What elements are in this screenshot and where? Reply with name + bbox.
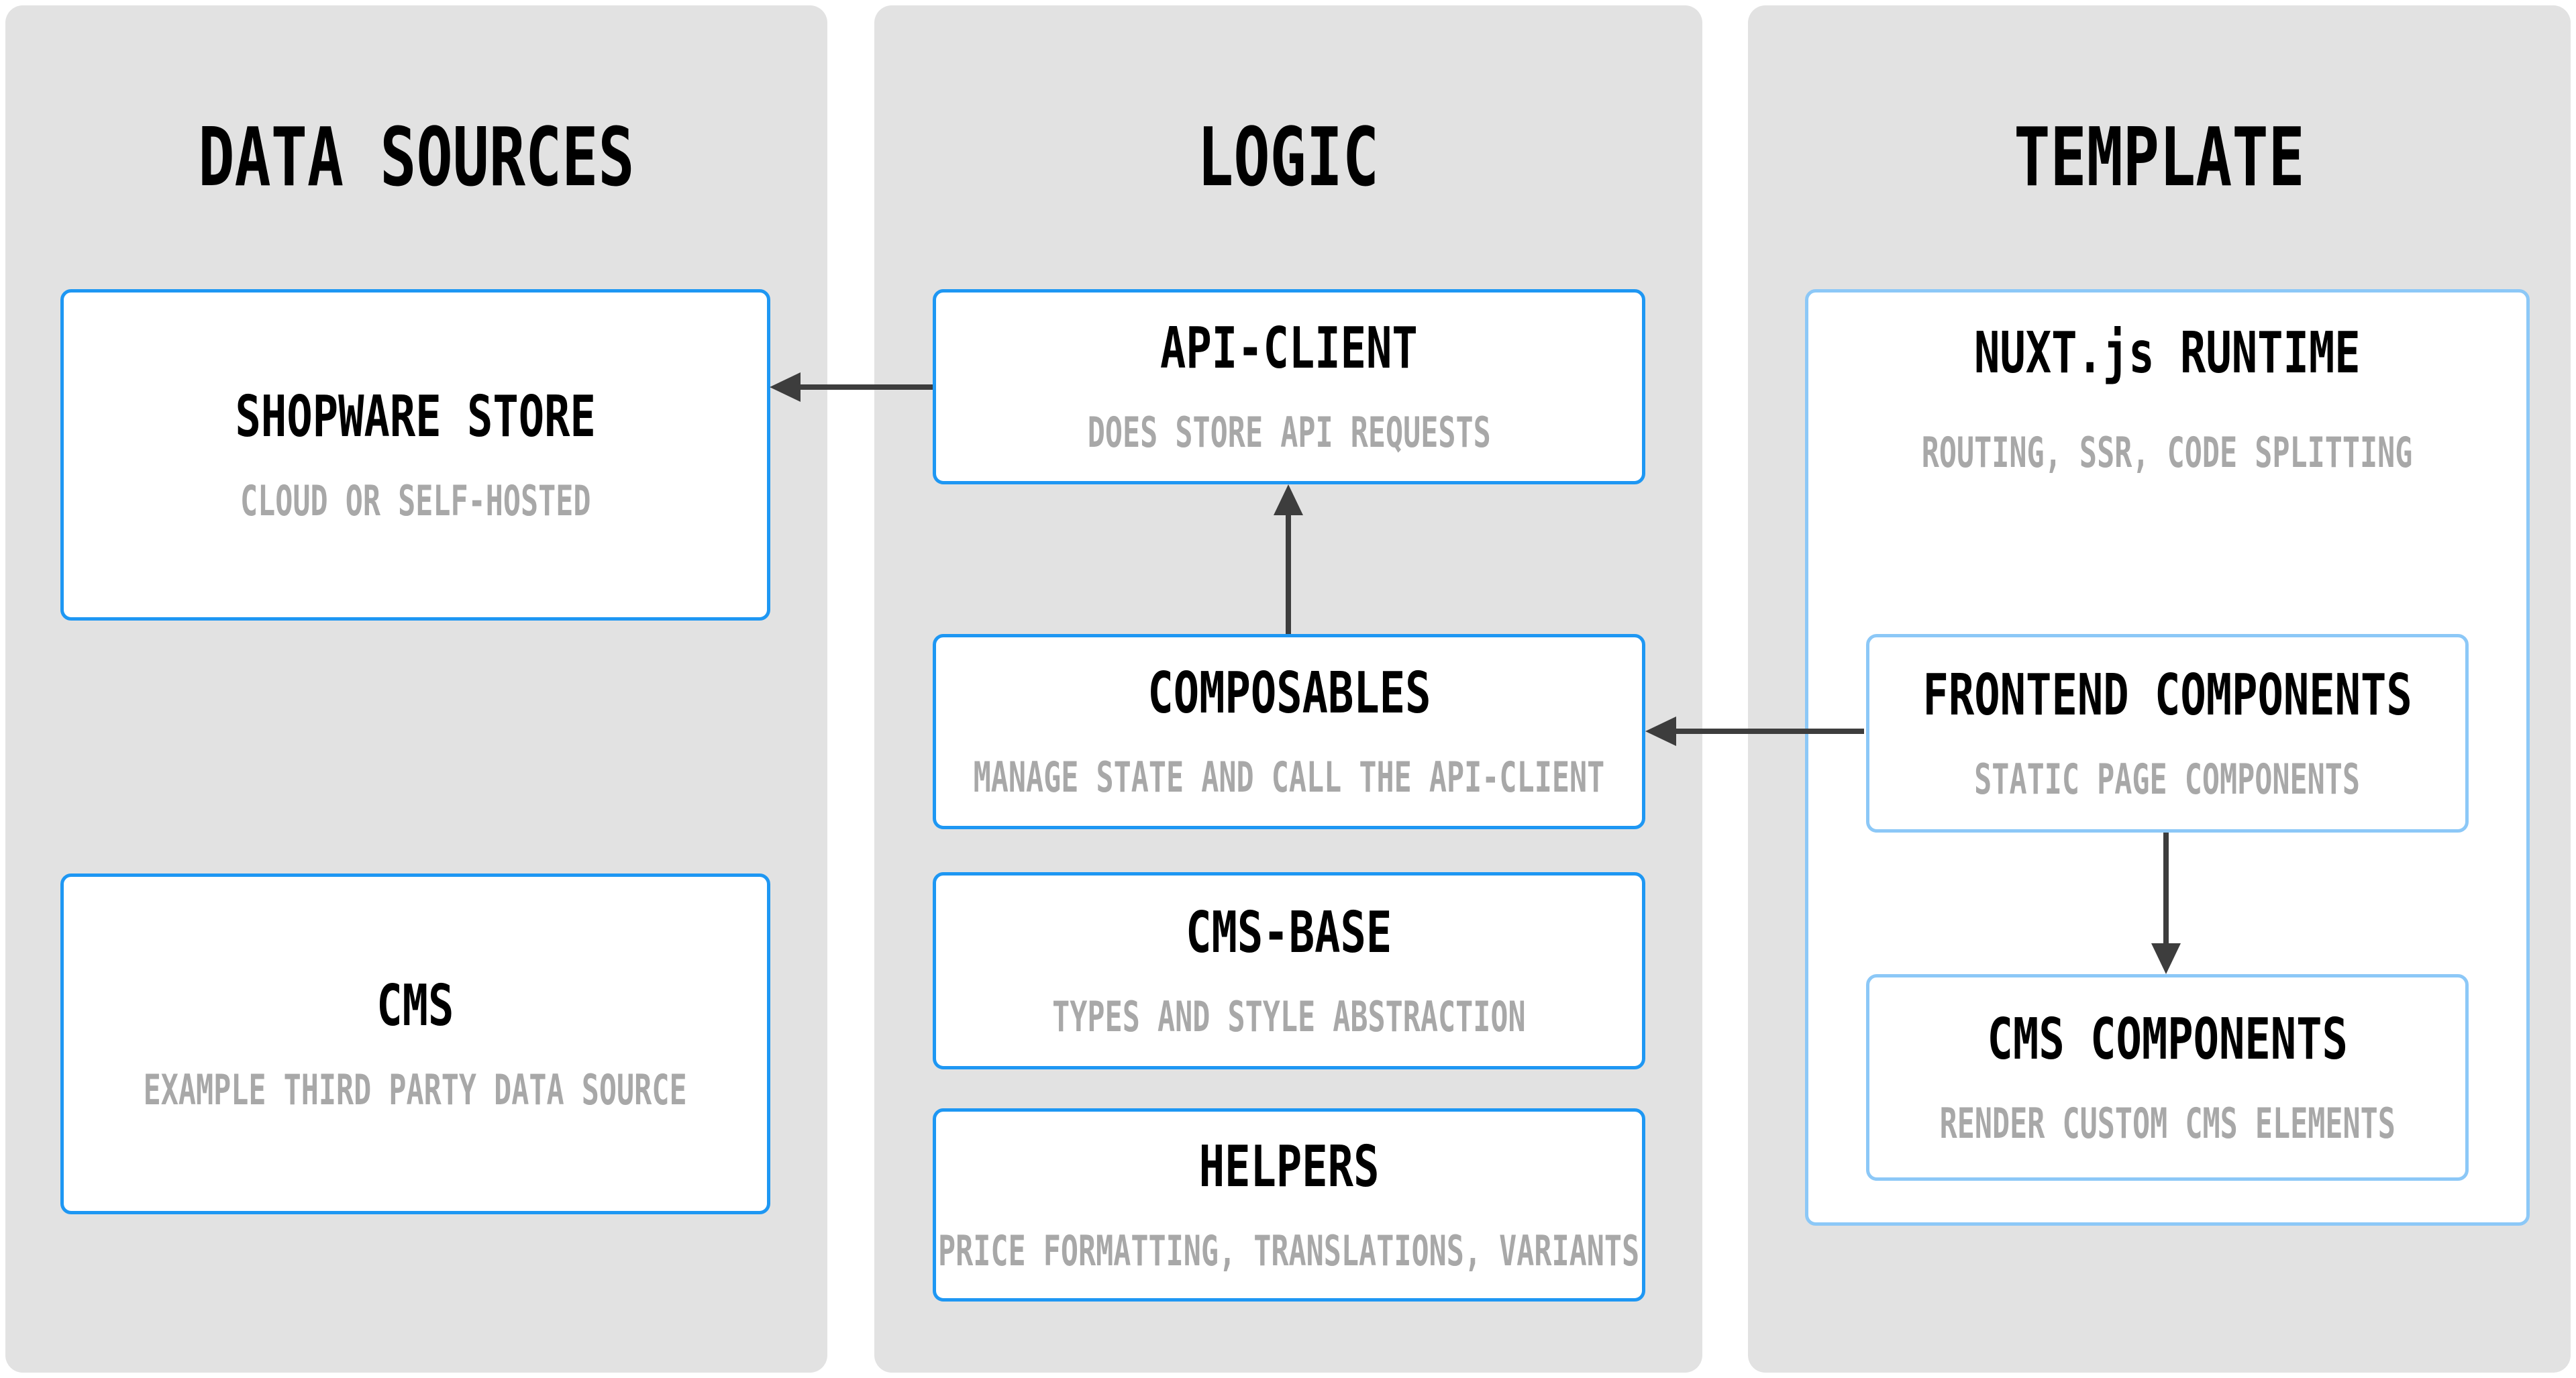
shopware-store-subtitle: CLOUD OR SELF-HOSTED [240, 476, 591, 525]
cms-base-box: CMS-BASE TYPES AND STYLE ABSTRACTION [933, 872, 1645, 1069]
column-title-template: TEMPLATE [2014, 111, 2305, 205]
nuxt-runtime-title: NUXT.js RUNTIME [1974, 320, 2361, 386]
nuxt-runtime-subtitle: ROUTING, SSR, CODE SPLITTING [1922, 428, 2413, 477]
cms-components-subtitle: RENDER CUSTOM CMS ELEMENTS [1939, 1098, 2395, 1148]
helpers-subtitle: PRICE FORMATTING, TRANSLATIONS, VARIANTS [938, 1226, 1640, 1275]
arrow-shaft [1673, 729, 1864, 734]
composables-subtitle: MANAGE STATE AND CALL THE API-CLIENT [973, 753, 1605, 802]
frontend-components-box: FRONTEND COMPONENTS STATIC PAGE COMPONEN… [1866, 634, 2469, 833]
cms-subtitle: EXAMPLE THIRD PARTY DATA SOURCE [143, 1065, 688, 1114]
shopware-store-box: SHOPWARE STORE CLOUD OR SELF-HOSTED [60, 289, 770, 621]
arrowhead-up-icon [1274, 484, 1303, 515]
arrowhead-left-icon [770, 372, 801, 402]
arrow-shaft [2163, 833, 2169, 946]
cms-components-title: CMS COMPONENTS [1987, 1006, 2348, 1073]
helpers-title: HELPERS [1198, 1133, 1380, 1200]
cms-base-title: CMS-BASE [1186, 899, 1392, 966]
api-client-subtitle: DOES STORE API REQUESTS [1087, 408, 1491, 457]
arrow-shaft [799, 384, 933, 390]
api-client-box: API-CLIENT DOES STORE API REQUESTS [933, 289, 1645, 484]
cms-title: CMS [376, 972, 454, 1039]
frontend-components-title: FRONTEND COMPONENTS [1922, 661, 2412, 729]
arrow-shaft [1286, 513, 1291, 634]
cms-box: CMS EXAMPLE THIRD PARTY DATA SOURCE [60, 873, 770, 1214]
composables-title: COMPOSABLES [1147, 660, 1431, 727]
column-title-logic: LOGIC [1197, 111, 1380, 205]
helpers-box: HELPERS PRICE FORMATTING, TRANSLATIONS, … [933, 1108, 1645, 1302]
composables-box: COMPOSABLES MANAGE STATE AND CALL THE AP… [933, 634, 1645, 829]
api-client-title: API-CLIENT [1160, 315, 1418, 382]
arrowhead-left-icon [1645, 717, 1676, 746]
shopware-store-title: SHOPWARE STORE [235, 383, 596, 450]
cms-base-subtitle: TYPES AND STYLE ABSTRACTION [1052, 992, 1526, 1041]
frontend-components-subtitle: STATIC PAGE COMPONENTS [1974, 754, 2361, 804]
arrowhead-down-icon [2151, 943, 2181, 974]
cms-components-box: CMS COMPONENTS RENDER CUSTOM CMS ELEMENT… [1866, 974, 2469, 1181]
column-title-data-sources: DATA SOURCES [198, 111, 635, 205]
